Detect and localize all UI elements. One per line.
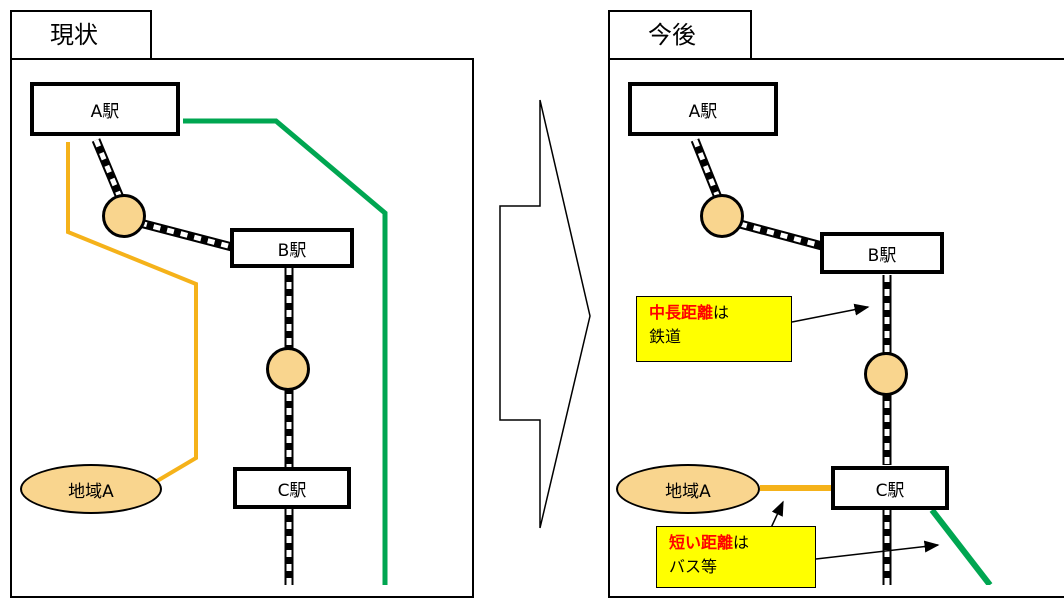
station-c-label: C駅: [277, 480, 307, 501]
bus-note-pointer-up: [769, 500, 784, 531]
railway-note-tail: は: [713, 303, 730, 322]
railway-track-a-stop-dash: [93, 139, 124, 201]
railway-note-emphasis: 中長距離: [649, 303, 714, 322]
station-b-label: B駅: [277, 240, 307, 261]
railway-note: 中長距離は 鉄道: [636, 296, 792, 362]
future-intermediate-stop: [700, 194, 744, 238]
future-railway-track-stop-b-dash: [739, 221, 823, 249]
future-panel-title: 今後: [648, 21, 696, 49]
station-b: B駅: [230, 228, 354, 268]
station-a-label: A駅: [90, 101, 120, 122]
railway-note-pointer: [791, 303, 870, 323]
green-line: [183, 118, 388, 585]
future-area-a-label: 地域A: [665, 481, 711, 502]
current-panel-title: 現状: [50, 21, 98, 49]
area-a: 地域A: [20, 464, 162, 514]
future-panel-tab: 今後: [608, 10, 752, 58]
bus-note-line2: バス等: [669, 557, 718, 576]
future-station-c: C駅: [831, 466, 949, 510]
future-intermediate-stop: [864, 352, 908, 396]
future-station-b-label: B駅: [867, 245, 897, 266]
future-station-a: A駅: [628, 82, 778, 136]
future-station-a-label: A駅: [688, 101, 718, 122]
future-station-b: B駅: [820, 232, 944, 274]
intermediate-stop: [102, 194, 146, 238]
intermediate-stop: [266, 347, 310, 391]
future-station-c-label: C駅: [875, 480, 905, 501]
bus-note-pointer: [815, 540, 940, 560]
railway-note-line2: 鉄道: [649, 327, 682, 346]
station-a: A駅: [30, 82, 180, 136]
future-green-line: [929, 508, 993, 585]
future-railway-track-a-stop-dash: [692, 139, 722, 201]
transition-arrow: [499, 99, 591, 529]
area-a-label: 地域A: [68, 481, 114, 502]
current-panel-tab: 現状: [10, 10, 152, 58]
bus-note: 短い距離は バス等: [656, 526, 816, 588]
station-c: C駅: [233, 467, 351, 509]
orange-line: [66, 142, 198, 486]
railway-track-stop-b-dash: [139, 220, 233, 250]
bus-note-tail: は: [733, 533, 750, 552]
bus-note-emphasis: 短い距離: [669, 533, 734, 552]
future-area-a: 地域A: [616, 464, 760, 514]
